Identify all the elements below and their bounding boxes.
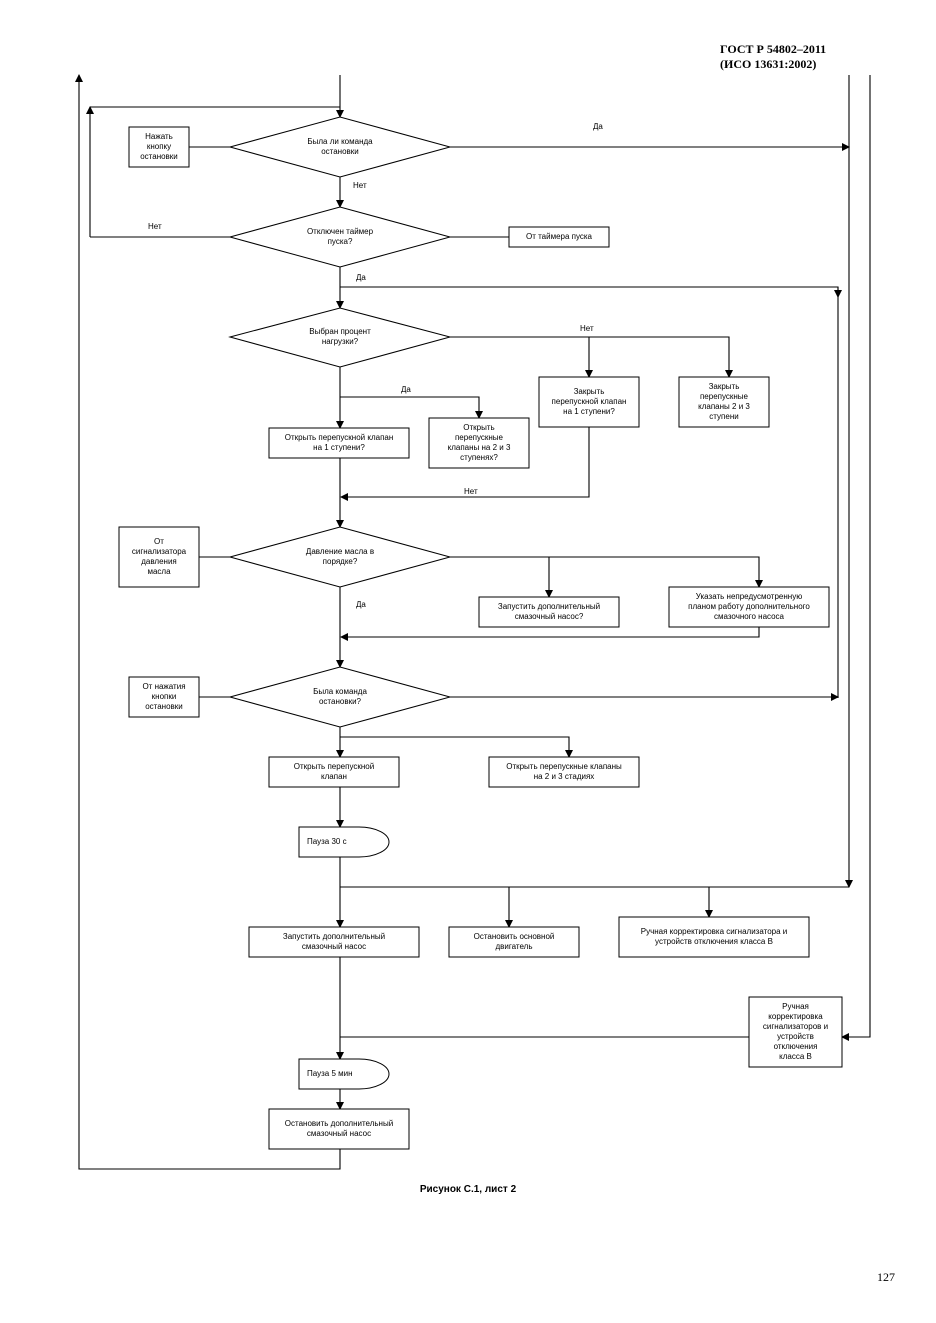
d1-label: Была ли команда остановки bbox=[307, 137, 373, 156]
figure-caption: Рисунок С.1, лист 2 bbox=[419, 1184, 517, 1195]
d5-label: Была команда остановки? bbox=[313, 687, 367, 706]
close-bypass-23-label: Закрыть перепускные клапаны 2 и 3 ступен… bbox=[698, 382, 750, 421]
press-stop-label: Нажать кнопку остановки bbox=[140, 132, 178, 161]
start-aux-pump-label: Запустить дополнительный смазочный насос bbox=[282, 932, 386, 951]
report-aux-pump-label: Указать непредусмотренную планом работу … bbox=[688, 592, 810, 621]
standard-iso-code: (ИСО 13631:2002) bbox=[720, 57, 817, 71]
box-manual-correction-2 bbox=[748, 996, 843, 1068]
stop-main-motor-label: Остановить основной двигатель bbox=[473, 932, 555, 951]
start-timer-label: От таймера пуска bbox=[525, 232, 593, 241]
d2-no-label: Нет bbox=[148, 222, 162, 231]
delay-pause-30 bbox=[298, 826, 390, 858]
report-return bbox=[340, 627, 760, 641]
box-oil-alarm bbox=[118, 526, 200, 588]
d3-label: Выбран процент нагрузки? bbox=[309, 327, 371, 346]
box-manual-correction-1 bbox=[618, 916, 810, 958]
manual-correction-2-label: Ручная корректировка сигнализаторов и ус… bbox=[762, 1002, 829, 1061]
open-bypass-23-label: Открыть перепускные клапаны на 2 и 3 сту… bbox=[447, 423, 511, 462]
d4-yes-label: Да bbox=[356, 600, 366, 609]
d3-yes-branch bbox=[340, 396, 483, 419]
decision-d1 bbox=[228, 116, 452, 178]
box-open-bypass bbox=[268, 756, 400, 788]
start-aux-pump-q-label: Запустить дополнительный смазочный насос… bbox=[497, 602, 601, 621]
box-close-bypass-23 bbox=[678, 376, 770, 428]
pause-5-label: Пауза 5 мин bbox=[307, 1069, 353, 1078]
close-bypass-1-label: Закрыть перепускной клапан на 1 ступени? bbox=[551, 387, 627, 416]
delay-pause-5 bbox=[298, 1058, 390, 1090]
open-bypass-label: Открыть перепускной клапан bbox=[293, 762, 375, 781]
outer-loop-left bbox=[75, 74, 341, 1170]
d5-branch bbox=[340, 736, 573, 758]
box-report-aux-pump bbox=[668, 586, 830, 628]
box-start-aux-pump bbox=[248, 926, 420, 958]
open-bypass-stages-label: Открыть перепускные клапаны на 2 и 3 ста… bbox=[506, 762, 622, 781]
box-open-bypass-stages bbox=[488, 756, 640, 788]
standard-code: ГОСТ Р 54802–2011 bbox=[720, 42, 827, 56]
manual-correction-1-label: Ручная корректировка сигнализатора и уст… bbox=[640, 927, 788, 946]
d3-no-line bbox=[450, 336, 733, 378]
open-bypass-1-label: Открыть перепускной клапан на 1 ступени? bbox=[284, 433, 394, 452]
page-number: 127 bbox=[877, 1270, 895, 1284]
oil-alarm-label: От сигнализатора давления масла bbox=[131, 537, 187, 576]
d3-no-label: Нет bbox=[580, 324, 594, 333]
bypass-no-return bbox=[340, 427, 590, 501]
d4-no-line bbox=[450, 556, 763, 588]
box-stop-aux-pump bbox=[268, 1108, 410, 1150]
d3-yes-label: Да bbox=[401, 385, 411, 394]
box-stop-button bbox=[128, 676, 200, 718]
box-open-bypass-23 bbox=[428, 417, 530, 469]
box-start-timer bbox=[508, 226, 610, 248]
decision-d5 bbox=[228, 666, 452, 728]
decision-d2 bbox=[228, 206, 452, 268]
decision-d4 bbox=[228, 526, 452, 588]
d1-no-label: Нет bbox=[353, 181, 367, 190]
d4-label: Давление масла в порядке? bbox=[305, 547, 375, 566]
d2-label: Отключен таймер пуска? bbox=[306, 227, 374, 246]
outer-loop-right bbox=[841, 75, 871, 1041]
stop-button-label: От нажатия кнопки остановки bbox=[142, 682, 186, 711]
bypass-no-label: Нет bbox=[464, 487, 478, 496]
d1-yes-label: Да bbox=[593, 122, 603, 131]
decision-d3 bbox=[228, 307, 452, 368]
box-press-stop bbox=[128, 126, 190, 168]
box-close-bypass-1 bbox=[538, 376, 640, 428]
box-stop-main-motor bbox=[448, 926, 580, 958]
pause-30-label: Пауза 30 с bbox=[307, 837, 347, 846]
box-start-aux-pump-q bbox=[478, 596, 620, 628]
box-open-bypass-1 bbox=[268, 427, 410, 459]
d2-yes-label: Да bbox=[356, 273, 366, 282]
stop-aux-pump-label: Остановить дополнительный смазочный насо… bbox=[284, 1119, 394, 1138]
